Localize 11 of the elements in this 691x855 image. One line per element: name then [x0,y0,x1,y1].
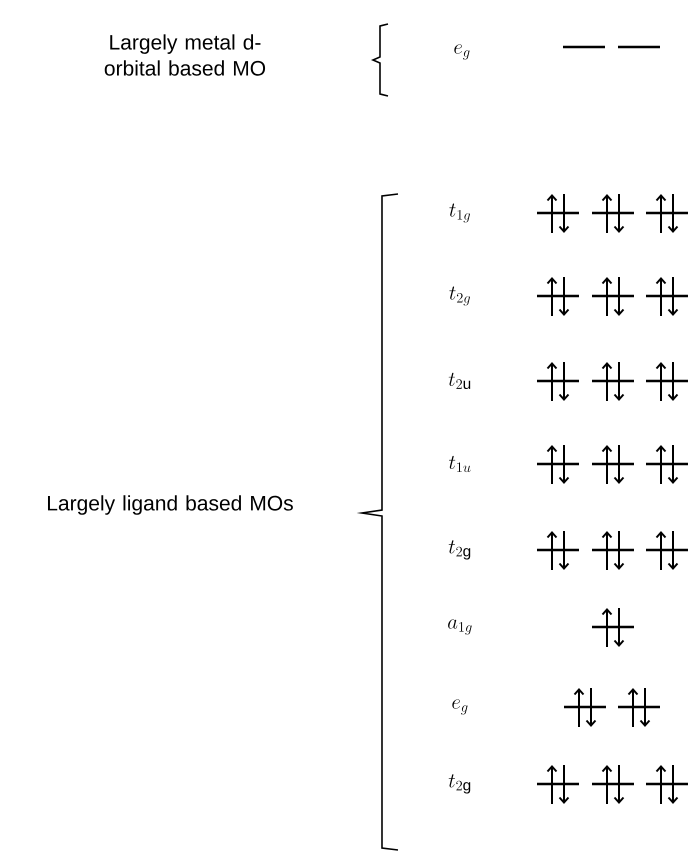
text-label: Largely metal d-orbital based MO [104,34,266,76]
orbital-symbol: $t_{1u}$ [449,456,471,472]
orbital-symbol: $t_{2g}$ [449,286,470,306]
orbital-symbol: $t_{2\mathrm{u}}$ [448,372,470,390]
orbital-symbol: $t_{2\mathrm{g}}$ [448,540,470,560]
orbital-symbol: $a_{1g}$ [448,619,472,635]
orbital-symbol: $e_{g}$ [452,699,468,715]
orbital-symbol: $t_{2\mathrm{g}}$ [448,774,470,794]
orbital-symbol: $e_{g}$ [454,44,470,60]
orbital-symbol: $t_{1g}$ [449,203,470,222]
text-label: Largely ligand based MOs [48,495,293,515]
